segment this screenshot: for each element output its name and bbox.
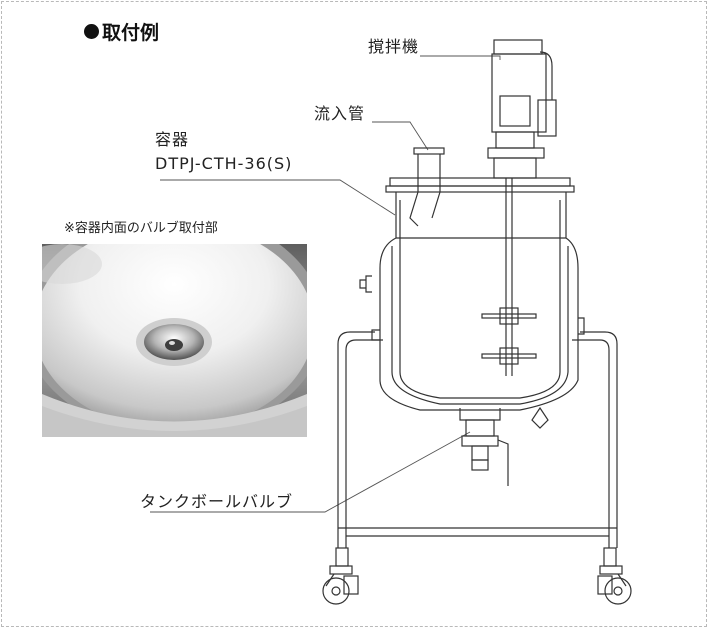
tank-stand [335,331,618,567]
caster-left [322,565,359,605]
mixer-motor [487,39,557,179]
inflow-pipe [409,147,445,227]
mixer-label: 撹拌機 [368,37,420,56]
valve-label: タンクボールバルブ [140,492,294,511]
figure-heading: 取付例 [84,18,159,45]
bullet-icon [84,24,99,39]
photo-caption: ※容器内面のバルブ取付部 [64,221,218,236]
caster-right [597,565,632,605]
vessel-leader [160,179,396,216]
heading-text: 取付例 [102,22,160,44]
agitator [481,178,537,376]
valve-mount-photo [42,244,307,437]
vessel-body [359,177,585,429]
vessel-interior-image [42,244,307,437]
valve-leader [150,431,471,513]
mixer-leader [420,55,501,60]
vessel-label: 容器 [155,130,190,149]
tank-ball-valve [461,419,509,486]
inflow-leader [372,121,429,151]
inflow-pipe-label: 流入管 [314,104,366,123]
vessel-model-label: DTPJ-CTH-36(S) [155,154,293,173]
